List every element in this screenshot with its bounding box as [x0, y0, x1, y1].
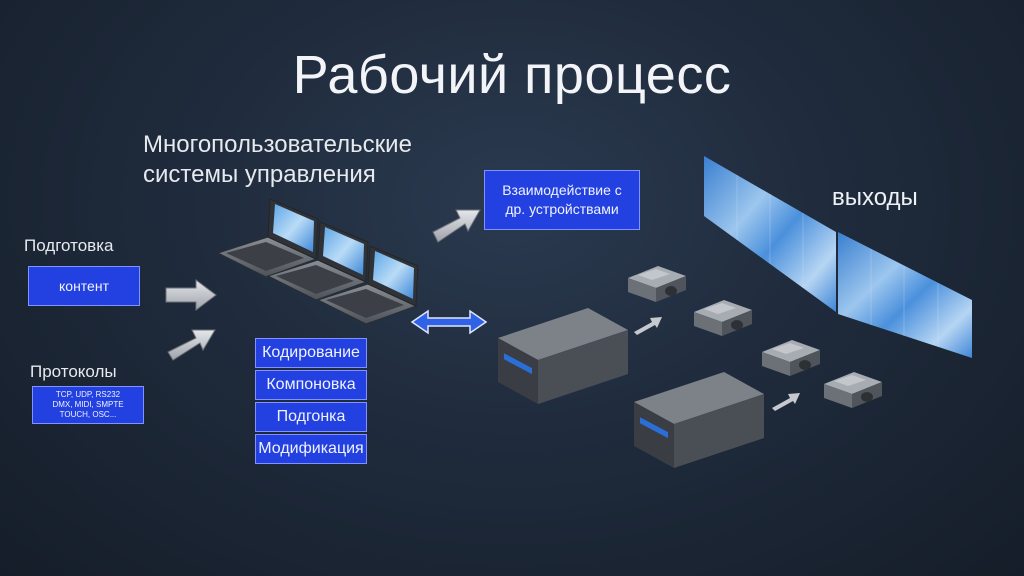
control-systems-line2: системы управления	[143, 161, 376, 188]
video-wall-left	[704, 156, 836, 312]
interaction-box: Взаимодействие с др. устройствами	[484, 170, 640, 230]
arrow-content-right	[165, 279, 217, 311]
video-wall-right	[838, 232, 972, 358]
protocols-line1: TCP, UDP, RS232	[55, 390, 121, 399]
projector-4	[824, 372, 882, 408]
protocols-line3: TOUCH, OSC...	[59, 410, 117, 419]
projector-2	[694, 300, 752, 336]
processing-modification: Модификация	[255, 434, 367, 464]
preparation-label: Подготовка	[24, 236, 114, 255]
projector-1	[628, 266, 686, 302]
interaction-line1: Взаимодействие с	[502, 182, 622, 198]
protocols-label: Протоколы	[30, 362, 117, 381]
control-systems-heading: Многопользовательские системы управления	[143, 130, 412, 190]
outputs-label: выходы	[832, 184, 918, 211]
control-systems-line1: Многопользовательские	[143, 131, 412, 158]
protocols-line2: DMX, MIDI, SMPTE	[52, 400, 124, 409]
content-box: контент	[28, 266, 140, 306]
projector-3	[762, 340, 820, 376]
arrow-server-projector-2	[772, 393, 800, 411]
media-server-1	[498, 308, 628, 404]
page-title: Рабочий процесс	[292, 45, 732, 105]
protocols-list: TCP, UDP, RS232 DMX, MIDI, SMPTE TOUCH, …	[46, 388, 129, 422]
processing-encoding: Кодирование	[255, 338, 367, 368]
media-server-2	[634, 372, 764, 468]
processing-fitting: Подгонка	[255, 402, 367, 432]
protocols-box: TCP, UDP, RS232 DMX, MIDI, SMPTE TOUCH, …	[32, 386, 144, 424]
arrow-protocols-up	[167, 329, 216, 361]
interaction-line2: др. устройствами	[505, 201, 619, 217]
arrow-to-interaction	[432, 209, 481, 243]
arrow-server-projector-1	[634, 317, 662, 335]
bidirectional-arrow	[410, 309, 488, 335]
processing-composition: Компоновка	[255, 370, 367, 400]
